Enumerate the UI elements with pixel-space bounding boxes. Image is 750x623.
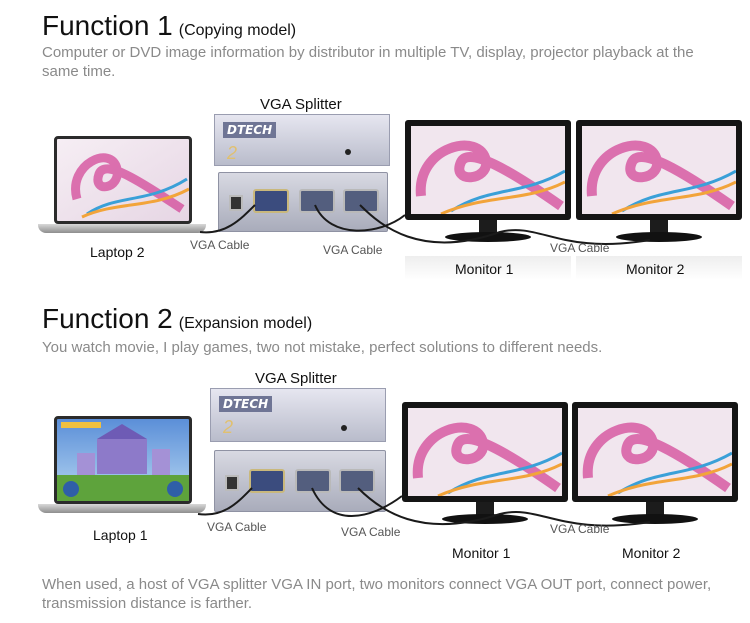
vga-splitter-1-back <box>218 172 388 232</box>
vga-out-port-1 <box>295 469 331 493</box>
power-led-icon <box>345 149 351 155</box>
monitor-2-label: Monitor 2 <box>622 545 681 561</box>
brand-logo: DTECH <box>223 122 277 138</box>
cable-label-1b: VGA Cable <box>323 243 383 257</box>
vga-splitter-2-back <box>214 450 386 512</box>
power-jack-icon <box>225 475 239 491</box>
wallpaper-swirl-image <box>582 126 737 216</box>
splitter-2-label: VGA Splitter <box>255 370 337 387</box>
laptop-1 <box>38 416 206 516</box>
vga-in-port <box>253 189 289 213</box>
monitor-2-screen <box>576 120 742 220</box>
monitor-1-label: Monitor 1 <box>452 545 511 561</box>
wallpaper-swirl-image <box>578 408 733 498</box>
brand-logo: DTECH <box>219 396 273 412</box>
monitor-2 <box>572 402 738 532</box>
cable-label-1a: VGA Cable <box>190 238 250 252</box>
monitor-2-label: Monitor 2 <box>626 261 685 277</box>
vga-cables-2 <box>197 487 651 527</box>
vga-out-port-2 <box>343 189 379 213</box>
cable-label-2a: VGA Cable <box>207 520 267 534</box>
laptop-2-label: Laptop 2 <box>90 244 145 260</box>
monitor-1 <box>402 402 568 532</box>
function1-description: Computer or DVD image information by dis… <box>42 44 694 80</box>
function1-title: Function 1(Copying model) <box>42 10 297 41</box>
laptop-1-base <box>38 504 206 513</box>
function2-description: You watch movie, I play games, two not m… <box>42 339 603 356</box>
monitor-1-label: Monitor 1 <box>455 261 514 277</box>
wallpaper-swirl-image <box>411 126 566 216</box>
wallpaper-swirl-image <box>57 139 189 221</box>
vga-in-port <box>249 469 285 493</box>
power-led-icon <box>341 425 347 431</box>
monitor-1-screen <box>402 402 568 502</box>
wallpaper-swirl-image <box>408 408 563 498</box>
monitor-1 <box>405 120 571 250</box>
monitor-1-screen <box>405 120 571 220</box>
laptop-1-label: Laptop 1 <box>93 527 148 543</box>
monitor-2 <box>576 120 742 250</box>
function2-title: Function 2(Expansion model) <box>42 303 313 334</box>
laptop-2-base <box>38 224 206 233</box>
laptop-2 <box>38 136 206 236</box>
vga-splitter-2-front: DTECH 2 <box>210 388 386 442</box>
cable-label-2c: VGA Cable <box>550 522 610 536</box>
vga-splitter-1-front: DTECH 2 <box>214 114 390 166</box>
laptop-1-screen <box>54 416 192 504</box>
vga-out-port-2 <box>339 469 375 493</box>
usage-note: When used, a host of VGA splitter VGA IN… <box>42 576 712 612</box>
game-screenshot-image <box>57 419 189 501</box>
laptop-2-screen <box>54 136 192 224</box>
cable-label-1c: VGA Cable <box>550 241 610 255</box>
splitter-1-label: VGA Splitter <box>260 96 342 113</box>
power-jack-icon <box>229 195 243 211</box>
cable-label-2b: VGA Cable <box>341 525 401 539</box>
vga-cables-1 <box>199 204 651 245</box>
monitor-2-screen <box>572 402 738 502</box>
